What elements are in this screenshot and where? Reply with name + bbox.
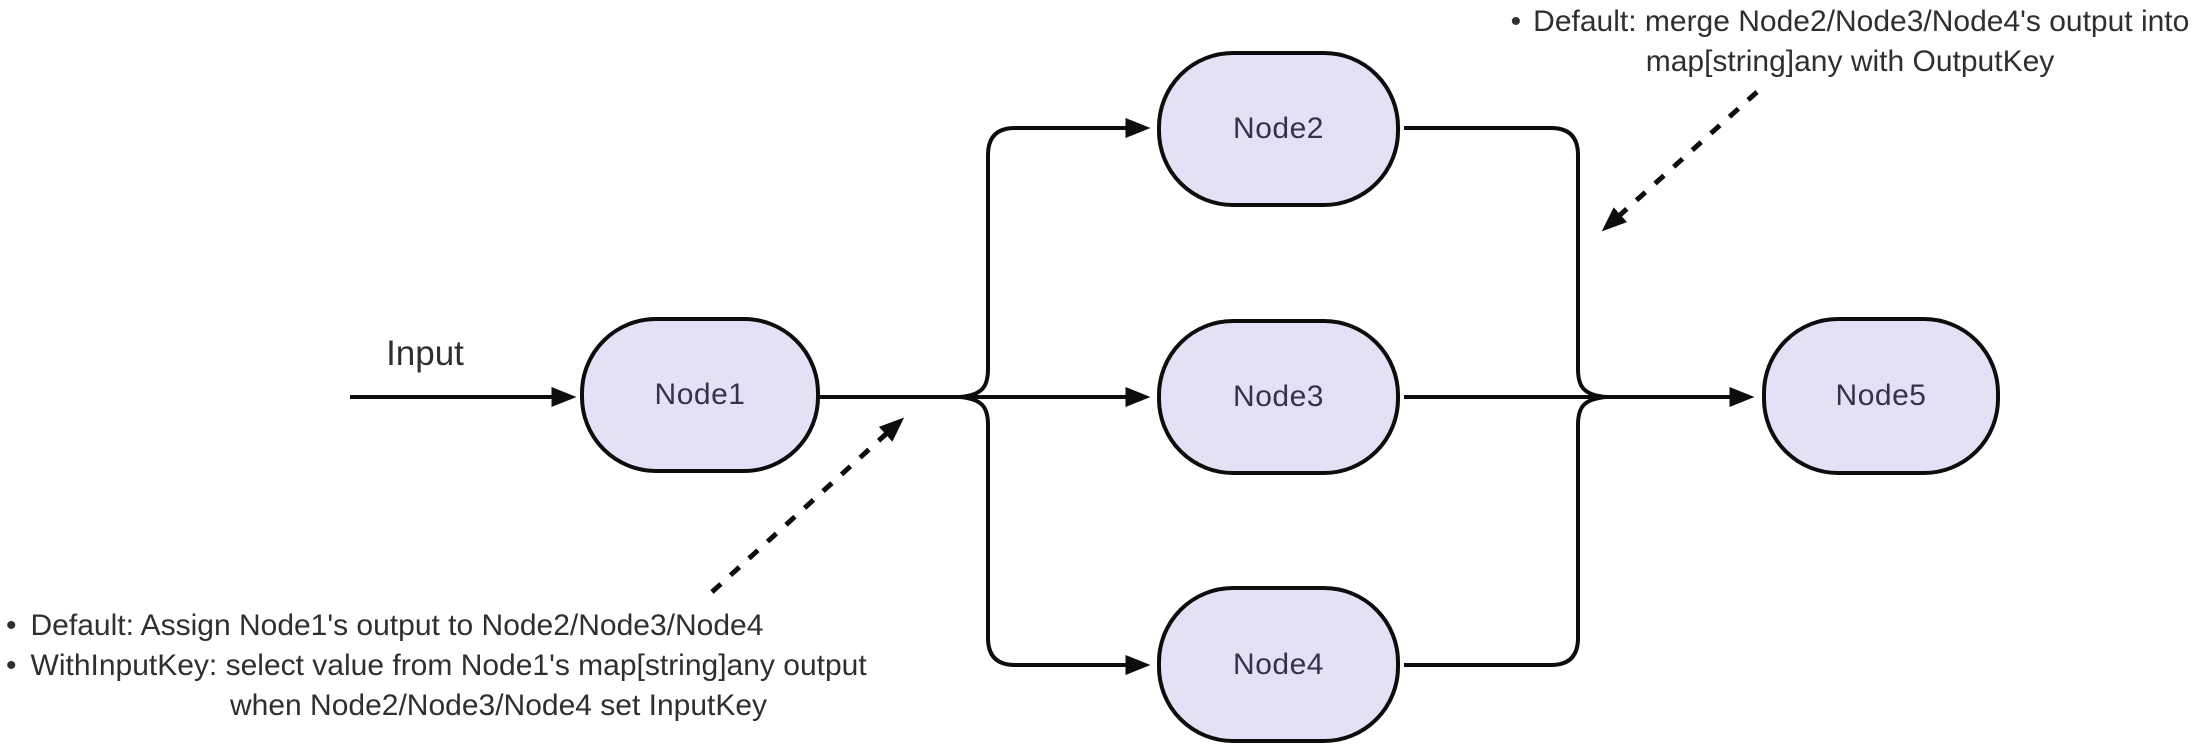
node-label: Node3 bbox=[1233, 380, 1324, 413]
annotation-line: when Node2/Node3/Node4 set InputKey bbox=[230, 689, 768, 722]
node-label: Node2 bbox=[1233, 112, 1324, 145]
node-node3: Node3 bbox=[1157, 319, 1400, 475]
annotation-line: map[string]any with OutputKey bbox=[1645, 45, 2055, 78]
node-label: Node4 bbox=[1233, 647, 1324, 681]
annotation-text: Default: Assign Node1's output to Node2/… bbox=[30, 609, 764, 642]
edge-node1-to-node2 bbox=[959, 118, 1151, 399]
annotation-input-note: • Default: Assign Node1's output to Node… bbox=[6, 606, 986, 726]
node-label: Node5 bbox=[1835, 379, 1927, 412]
node-label: Node1 bbox=[654, 378, 746, 411]
node-node5: Node5 bbox=[1762, 317, 2000, 475]
dashed-arrow-merge-note bbox=[1601, 90, 1759, 232]
node-node1: Node1 bbox=[580, 317, 820, 473]
bullet-icon: • bbox=[6, 609, 17, 642]
annotation-text: Default: merge Node2/Node3/Node4's outpu… bbox=[1533, 5, 2190, 38]
annotation-line: • Default: Assign Node1's output to Node… bbox=[6, 606, 986, 646]
node-node4: Node4 bbox=[1157, 586, 1400, 743]
edge-node2-to-merge bbox=[1404, 126, 1607, 399]
edge-node4-to-merge bbox=[1404, 395, 1607, 667]
annotation-line: • WithInputKey: select value from Node1'… bbox=[6, 646, 986, 686]
bullet-icon: • bbox=[6, 649, 17, 682]
annotation-text: WithInputKey: select value from Node1's … bbox=[30, 649, 867, 682]
bullet-icon: • bbox=[1510, 5, 1522, 38]
node-node2: Node2 bbox=[1157, 51, 1400, 207]
annotation-line: • Default: merge Node2/Node3/Node4's outp… bbox=[1450, 2, 2200, 42]
input-label: Input bbox=[386, 334, 464, 373]
annotation-merge-note: • Default: merge Node2/Node3/Node4's outp… bbox=[1450, 2, 2200, 82]
edge-node1-to-node4 bbox=[959, 395, 1151, 675]
